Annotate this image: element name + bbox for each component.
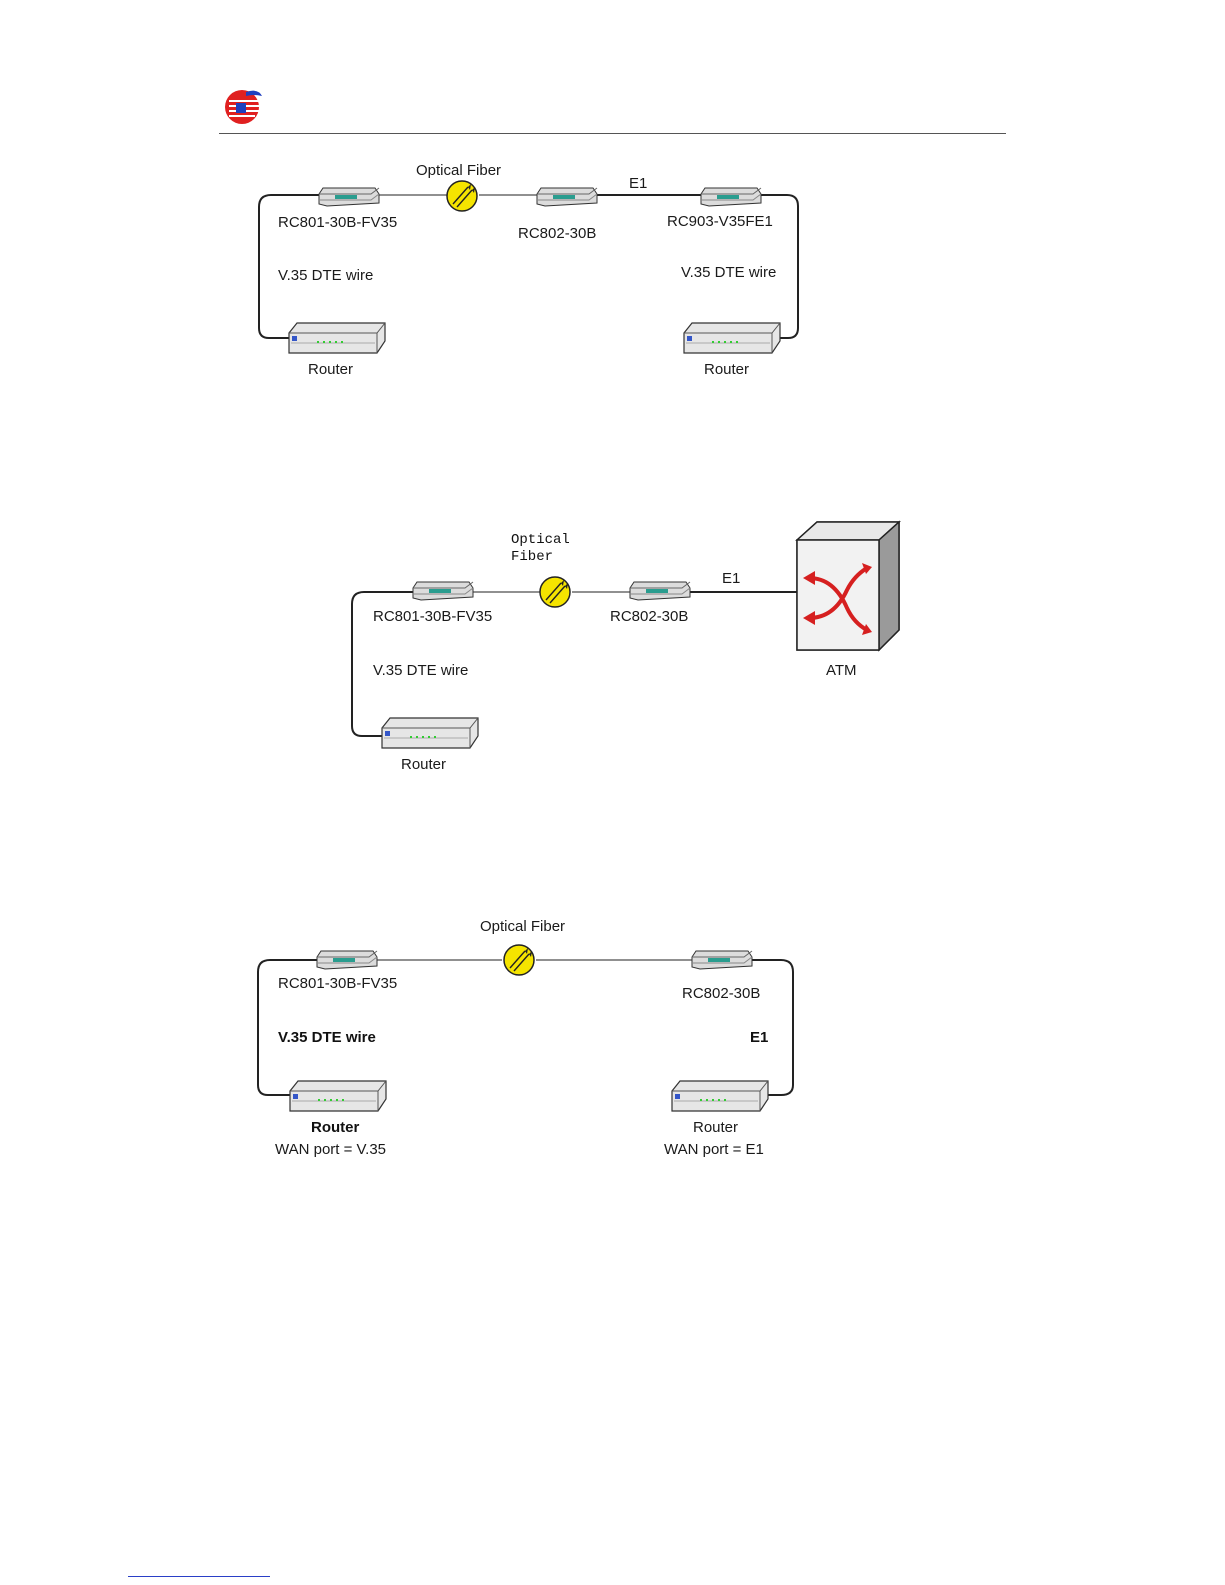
- wan-port-label-left: WAN port = V.35: [275, 1141, 386, 1158]
- fiber-label-line1: Optical: [511, 532, 570, 548]
- optical-fiber-icon: [504, 945, 534, 975]
- device-label-left: RC801-30B-FV35: [278, 214, 397, 231]
- wire-label-left: V.35 DTE wire: [373, 662, 468, 679]
- network-diagram-1: Optical Fiber E1 RC801-30B-FV35 RC802-30…: [221, 148, 847, 390]
- modem-rc802: [630, 582, 690, 600]
- modem-rc801: [319, 188, 379, 206]
- optical-fiber-icon: [447, 181, 477, 211]
- atm-switch-icon: [797, 522, 899, 650]
- modem-rc801: [317, 951, 377, 969]
- e1-label: E1: [750, 1029, 768, 1046]
- fiber-label: Optical Fiber: [480, 918, 565, 935]
- wan-port-label-right: WAN port = E1: [664, 1141, 764, 1158]
- fiber-label: Optical Fiber: [416, 162, 501, 179]
- device-label-mid: RC802-30B: [518, 225, 596, 242]
- router-label: Router: [401, 756, 446, 773]
- device-label-left: RC801-30B-FV35: [278, 975, 397, 992]
- optical-fiber-icon: [540, 577, 570, 607]
- wire-label-left: V.35 DTE wire: [278, 267, 373, 284]
- header-rule: [219, 133, 1006, 134]
- router-label-left: Router: [308, 361, 353, 378]
- wire-label-left: V.35 DTE wire: [278, 1029, 376, 1046]
- footer-link-rule: [128, 1576, 270, 1577]
- wire-label-right: V.35 DTE wire: [681, 264, 776, 281]
- device-label-mid: RC802-30B: [610, 608, 688, 625]
- page-header: [0, 0, 1225, 140]
- atm-label: ATM: [826, 662, 857, 679]
- router-right-icon: [672, 1081, 768, 1111]
- e1-label: E1: [722, 570, 740, 587]
- wire-right: [740, 960, 793, 1095]
- e1-label: E1: [629, 175, 647, 192]
- modem-rc801: [413, 582, 473, 600]
- modem-rc802: [692, 951, 752, 969]
- device-label-left: RC801-30B-FV35: [373, 608, 492, 625]
- device-label-right: RC903-V35FE1: [667, 213, 773, 230]
- fiber-label-line2: Fiber: [511, 549, 553, 565]
- device-label-right: RC802-30B: [682, 985, 760, 1002]
- modem-rc903: [701, 188, 761, 206]
- network-diagram-2: Optical Fiber E1 RC801-30B-FV35 RC802-30…: [319, 518, 946, 786]
- router-left-icon: [289, 323, 385, 353]
- router-icon: [382, 718, 478, 748]
- router-right-icon: [684, 323, 780, 353]
- router-label-right: Router: [704, 361, 749, 378]
- router-left-icon: [290, 1081, 386, 1111]
- modem-rc802: [537, 188, 597, 206]
- router-label-left: Router: [311, 1119, 359, 1136]
- network-diagram-3: Optical Fiber RC801-30B-FV35 RC802-30B V…: [220, 893, 846, 1178]
- router-label-right: Router: [693, 1119, 738, 1136]
- company-logo: [224, 86, 264, 126]
